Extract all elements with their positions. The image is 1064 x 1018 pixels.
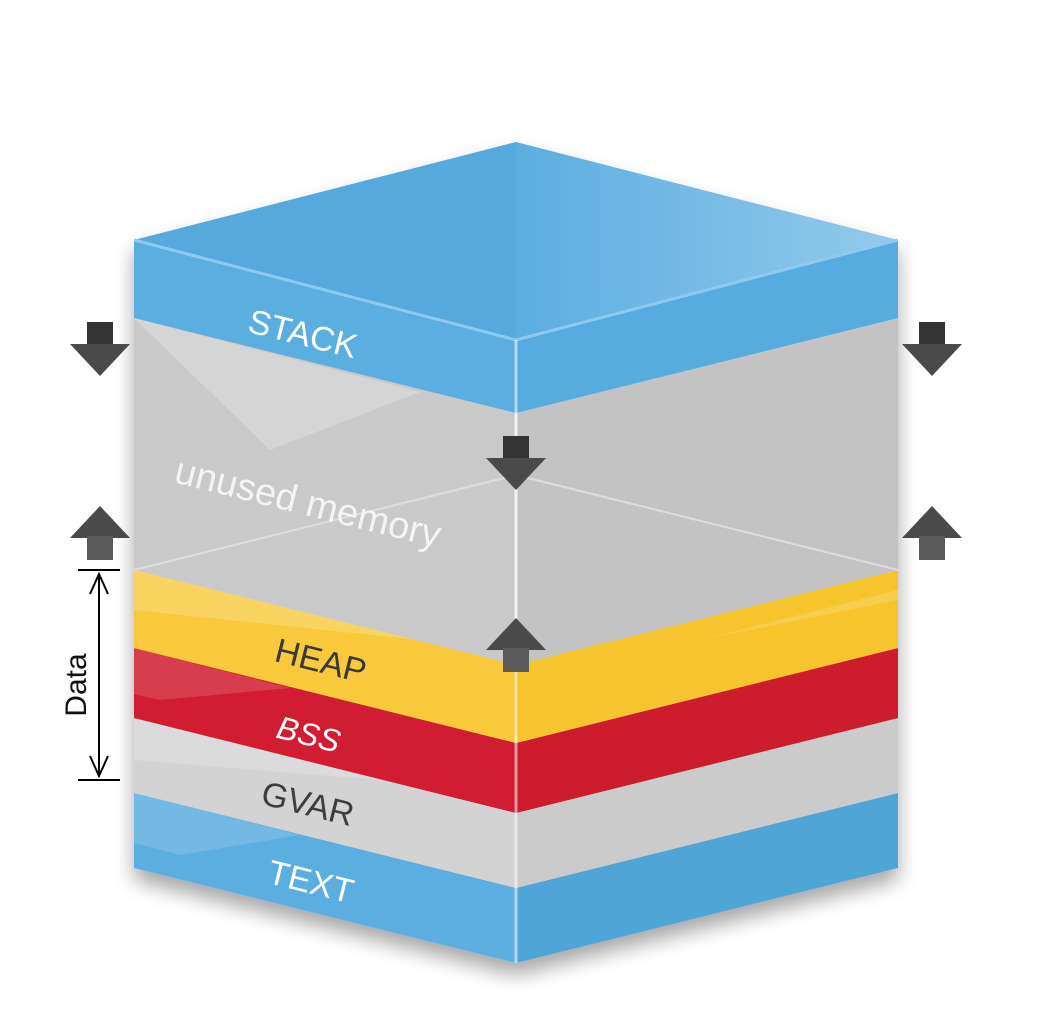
gvar-segment: [134, 718, 898, 888]
data-range-bracket: [78, 569, 120, 781]
stack-segment: [134, 240, 898, 413]
unused-memory-segment: [133, 318, 899, 665]
heap-growth-up-arrow-icon: [70, 506, 130, 560]
data-label: Data: [60, 653, 93, 717]
heap-growth-up-arrow-icon: [902, 506, 962, 560]
stack-growth-down-arrow-icon: [902, 322, 962, 376]
text-segment: [134, 793, 898, 963]
cube-top-face: [133, 142, 899, 342]
stack-growth-down-arrow-icon: [70, 322, 130, 376]
bss-segment: [134, 648, 898, 813]
